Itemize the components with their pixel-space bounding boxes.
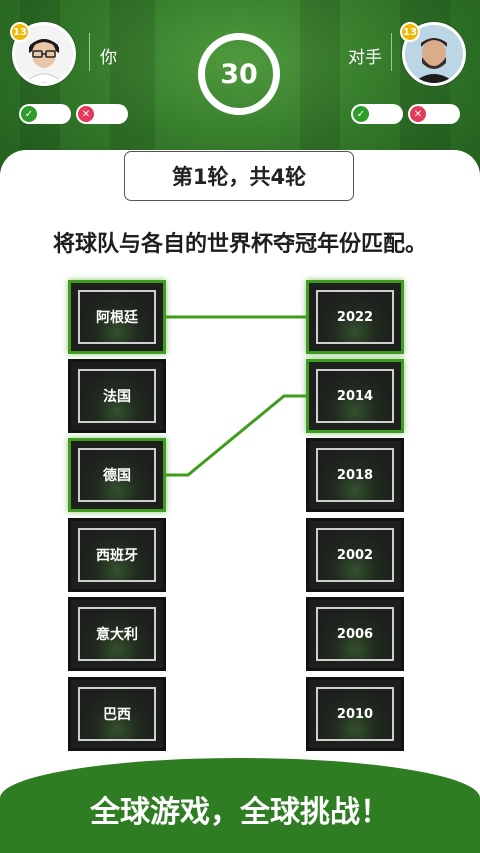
team-tile-5[interactable]: 巴西	[68, 677, 166, 751]
opponent-divider	[391, 33, 392, 71]
opponent-wrong-counter: ✕	[408, 104, 460, 124]
opponent-correct-counter: ✓	[351, 104, 403, 124]
year-label: 2022	[336, 309, 374, 325]
cross-icon: ✕	[78, 106, 94, 122]
team-tile-2[interactable]: 德国	[68, 438, 166, 512]
cross-icon: ✕	[410, 106, 426, 122]
team-tile-4[interactable]: 意大利	[68, 597, 166, 671]
opponent-avatar	[402, 22, 466, 86]
round-indicator: 第1轮，共4轮	[124, 151, 354, 201]
match-line-1	[166, 394, 306, 477]
countdown-timer: 30	[198, 33, 280, 115]
year-label: 2002	[336, 547, 374, 563]
opponent-name: 对手	[348, 48, 382, 68]
user-avatar-icon	[15, 25, 73, 83]
my-correct-counter: ✓	[19, 104, 71, 124]
year-label: 2014	[336, 388, 374, 404]
team-label: 法国	[103, 389, 131, 405]
team-tile-1[interactable]: 法国	[68, 359, 166, 433]
my-wrong-counter: ✕	[76, 104, 128, 124]
footer-slogan: 全球游戏，全球挑战！	[90, 794, 390, 830]
year-label: 2010	[336, 706, 374, 722]
my-level-badge: 13	[10, 22, 30, 42]
team-tile-3[interactable]: 西班牙	[68, 518, 166, 592]
footer-banner: 全球游戏，全球挑战！	[0, 758, 480, 853]
year-tile-4[interactable]: 2006	[306, 597, 404, 671]
team-label: 西班牙	[96, 548, 138, 564]
year-tile-1[interactable]: 2014	[306, 359, 404, 433]
team-label: 阿根廷	[96, 310, 138, 326]
check-icon: ✓	[21, 106, 37, 122]
opponent-level-badge: 13	[400, 22, 420, 42]
team-tile-0[interactable]: 阿根廷	[68, 280, 166, 354]
team-label: 意大利	[96, 627, 138, 643]
year-label: 2006	[336, 626, 374, 642]
year-tile-0[interactable]: 2022	[306, 280, 404, 354]
team-label: 巴西	[103, 707, 131, 723]
year-label: 2018	[336, 467, 374, 483]
year-tile-3[interactable]: 2002	[306, 518, 404, 592]
team-label: 德国	[103, 468, 131, 484]
year-tile-2[interactable]: 2018	[306, 438, 404, 512]
year-tile-5[interactable]: 2010	[306, 677, 404, 751]
my-divider	[89, 33, 90, 71]
check-icon: ✓	[353, 106, 369, 122]
my-name: 你	[100, 48, 117, 68]
question-instruction: 将球队与各自的世界杯夺冠年份匹配。	[52, 232, 427, 257]
